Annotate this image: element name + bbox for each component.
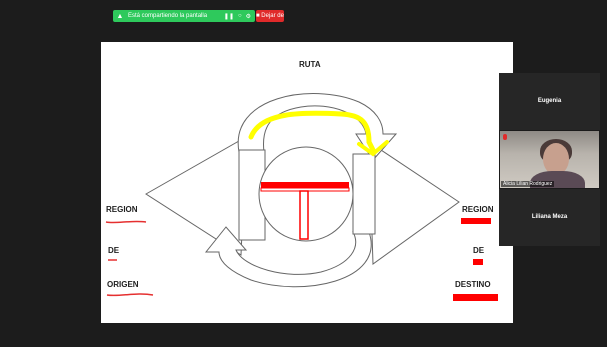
left-label-region: REGION: [106, 205, 138, 214]
red-mark-de: [473, 259, 483, 265]
participant-name: Eugenia: [499, 98, 600, 104]
route-diagram: [101, 42, 513, 323]
t-sign-stem: [300, 191, 308, 239]
right-label-de: DE: [473, 246, 484, 255]
participant-video-tile[interactable]: Alicia Lilian Rodriguez: [500, 131, 599, 188]
settings-icon[interactable]: ⚙: [246, 13, 251, 20]
pause-icon[interactable]: ❚❚: [224, 13, 234, 20]
stop-share-button[interactable]: ■ Dejar de: [256, 10, 284, 22]
red-mark-destino: [453, 294, 498, 301]
screen-share-status-bar[interactable]: ▲ Está compartiendo la pantalla ❚❚ ○ ⚙: [113, 10, 255, 22]
slide-title: RUTA: [299, 60, 321, 69]
participant-tile[interactable]: Liliana Meza: [499, 189, 600, 246]
right-bar: [353, 154, 375, 234]
left-label-de: DE: [108, 246, 119, 255]
left-label-origen: ORIGEN: [107, 280, 139, 289]
muted-mic-icon: [503, 134, 507, 140]
signal-icon: ▲: [115, 11, 125, 21]
right-arrow-shape: [369, 142, 459, 264]
shared-slide: RUTA REGION DE ORIGEN REGION DE DESTINO: [101, 42, 513, 323]
right-label-destino: DESTINO: [455, 280, 491, 289]
red-mark-region: [461, 218, 491, 224]
t-sign-top: [261, 182, 349, 188]
share-status-text: Está compartiendo la pantalla: [128, 13, 207, 19]
participant-name: Alicia Lilian Rodriguez: [501, 181, 554, 187]
participant-tile[interactable]: Eugenia: [499, 73, 600, 130]
yellow-annotation: [251, 113, 373, 150]
participant-name: Liliana Meza: [499, 214, 600, 220]
right-label-region: REGION: [462, 205, 494, 214]
annotate-icon[interactable]: ○: [238, 13, 242, 20]
participants-panel: Eugenia Alicia Lilian Rodriguez Liliana …: [499, 73, 600, 245]
